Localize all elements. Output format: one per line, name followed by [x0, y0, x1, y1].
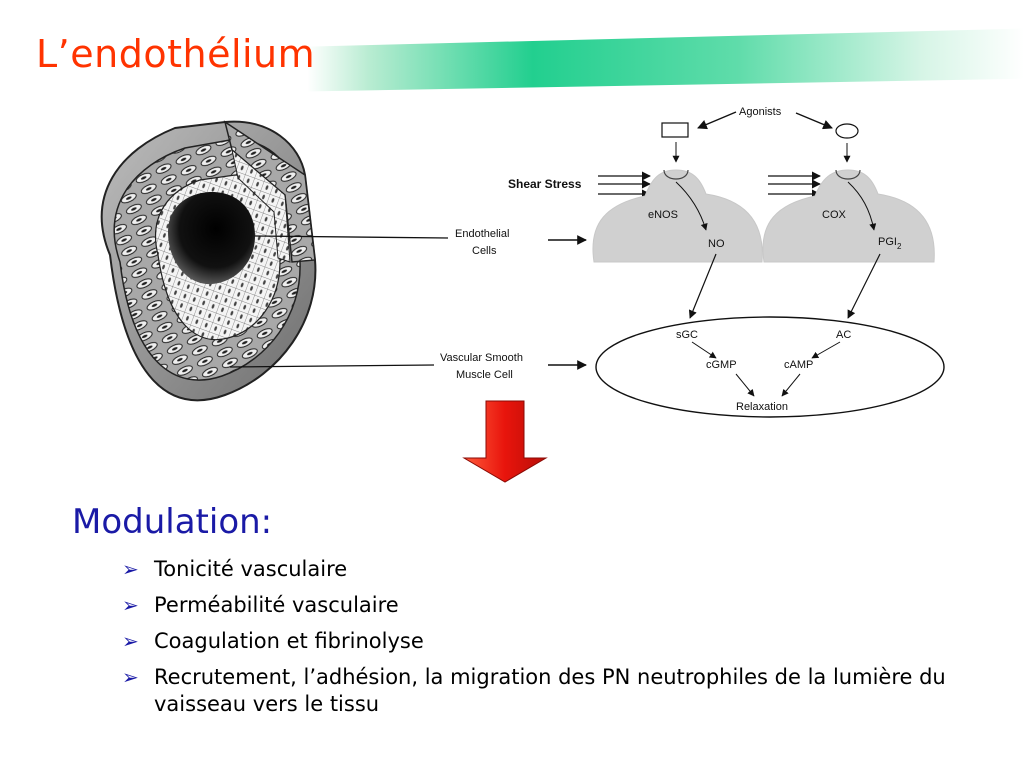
label-enos: eNOS [648, 209, 678, 221]
list-item: ➢ Coagulation et fibrinolyse [122, 628, 1012, 655]
list-item-text: Perméabilité vasculaire [154, 593, 399, 617]
ac-to-camp-arrow [811, 341, 841, 359]
arrow-bullet-icon: ➢ [122, 665, 139, 689]
label-cox: COX [822, 209, 847, 221]
list-item-text: Coagulation et fibrinolyse [154, 629, 424, 653]
label-shear-stress: Shear Stress [508, 177, 582, 191]
label-relaxation: Relaxation [736, 401, 788, 413]
smooth-muscle-cell [595, 316, 945, 418]
label-sgc: sGC [676, 329, 698, 341]
vessel-illustration [100, 120, 317, 402]
red-down-arrow-icon [462, 400, 548, 483]
label-vsmc-1: Vascular Smooth [440, 352, 523, 364]
label-endothelial-cells-1: Endothelial [455, 228, 509, 240]
agonist-arrow-left [697, 111, 737, 130]
vessel-cut-inner [231, 148, 291, 263]
label-vsmc-2: Muscle Cell [456, 369, 513, 381]
modulation-heading: Modulation: [72, 502, 273, 542]
endothelial-cell-left [592, 169, 763, 263]
endothelial-leader-line [254, 235, 449, 239]
list-item: ➢ Recrutement, l’adhésion, la migration d… [122, 664, 1012, 718]
cox-arrow [847, 181, 877, 231]
label-pgi-main: PGI [878, 236, 897, 248]
modulation-list: ➢ Tonicité vasculaire ➢ Perméabilité vascu… [122, 556, 1012, 727]
pgi2-to-ac-arrow [847, 253, 881, 319]
slide-title: L’endothélium [36, 32, 316, 76]
label-cgmp: cGMP [706, 359, 737, 371]
sgc-to-cgmp-arrow [691, 341, 717, 359]
arrow-bullet-icon: ➢ [122, 557, 139, 581]
arrow-bullet-icon: ➢ [122, 593, 139, 617]
cgmp-to-relaxation-arrow [735, 373, 755, 397]
list-item-text: Tonicité vasculaire [154, 557, 348, 581]
label-no: NO [708, 238, 725, 250]
label-pgi: PGI2 [878, 236, 902, 251]
agonist-arrow-right [795, 112, 833, 130]
vsmc-leader-line [229, 364, 435, 368]
endothelial-cell-right [762, 169, 935, 263]
arrow-bullet-icon: ➢ [122, 629, 139, 653]
label-camp: cAMP [784, 359, 813, 371]
enos-arrow [675, 181, 708, 231]
endothelium-figure: Endothelial Cells Vascular Smooth Muscle… [100, 106, 945, 418]
label-agonists: Agonists [739, 106, 782, 118]
vessel-lumen [168, 192, 255, 285]
agonist-receptor-rect [661, 122, 689, 138]
label-endothelial-cells-2: Cells [472, 245, 497, 257]
list-item: ➢ Tonicité vasculaire [122, 556, 1012, 583]
no-to-sgc-arrow [688, 253, 717, 319]
label-ac: AC [836, 329, 851, 341]
receptor-cup-right [835, 169, 861, 180]
label-pgi-sub: 2 [897, 242, 902, 251]
agonist-receptor-ellipse [835, 123, 859, 139]
list-item: ➢ Perméabilité vasculaire [122, 592, 1012, 619]
list-item-text: Recrutement, l’adhésion, la migration de… [154, 665, 946, 716]
receptor-cup-left [663, 169, 689, 180]
camp-to-relaxation-arrow [781, 373, 801, 397]
